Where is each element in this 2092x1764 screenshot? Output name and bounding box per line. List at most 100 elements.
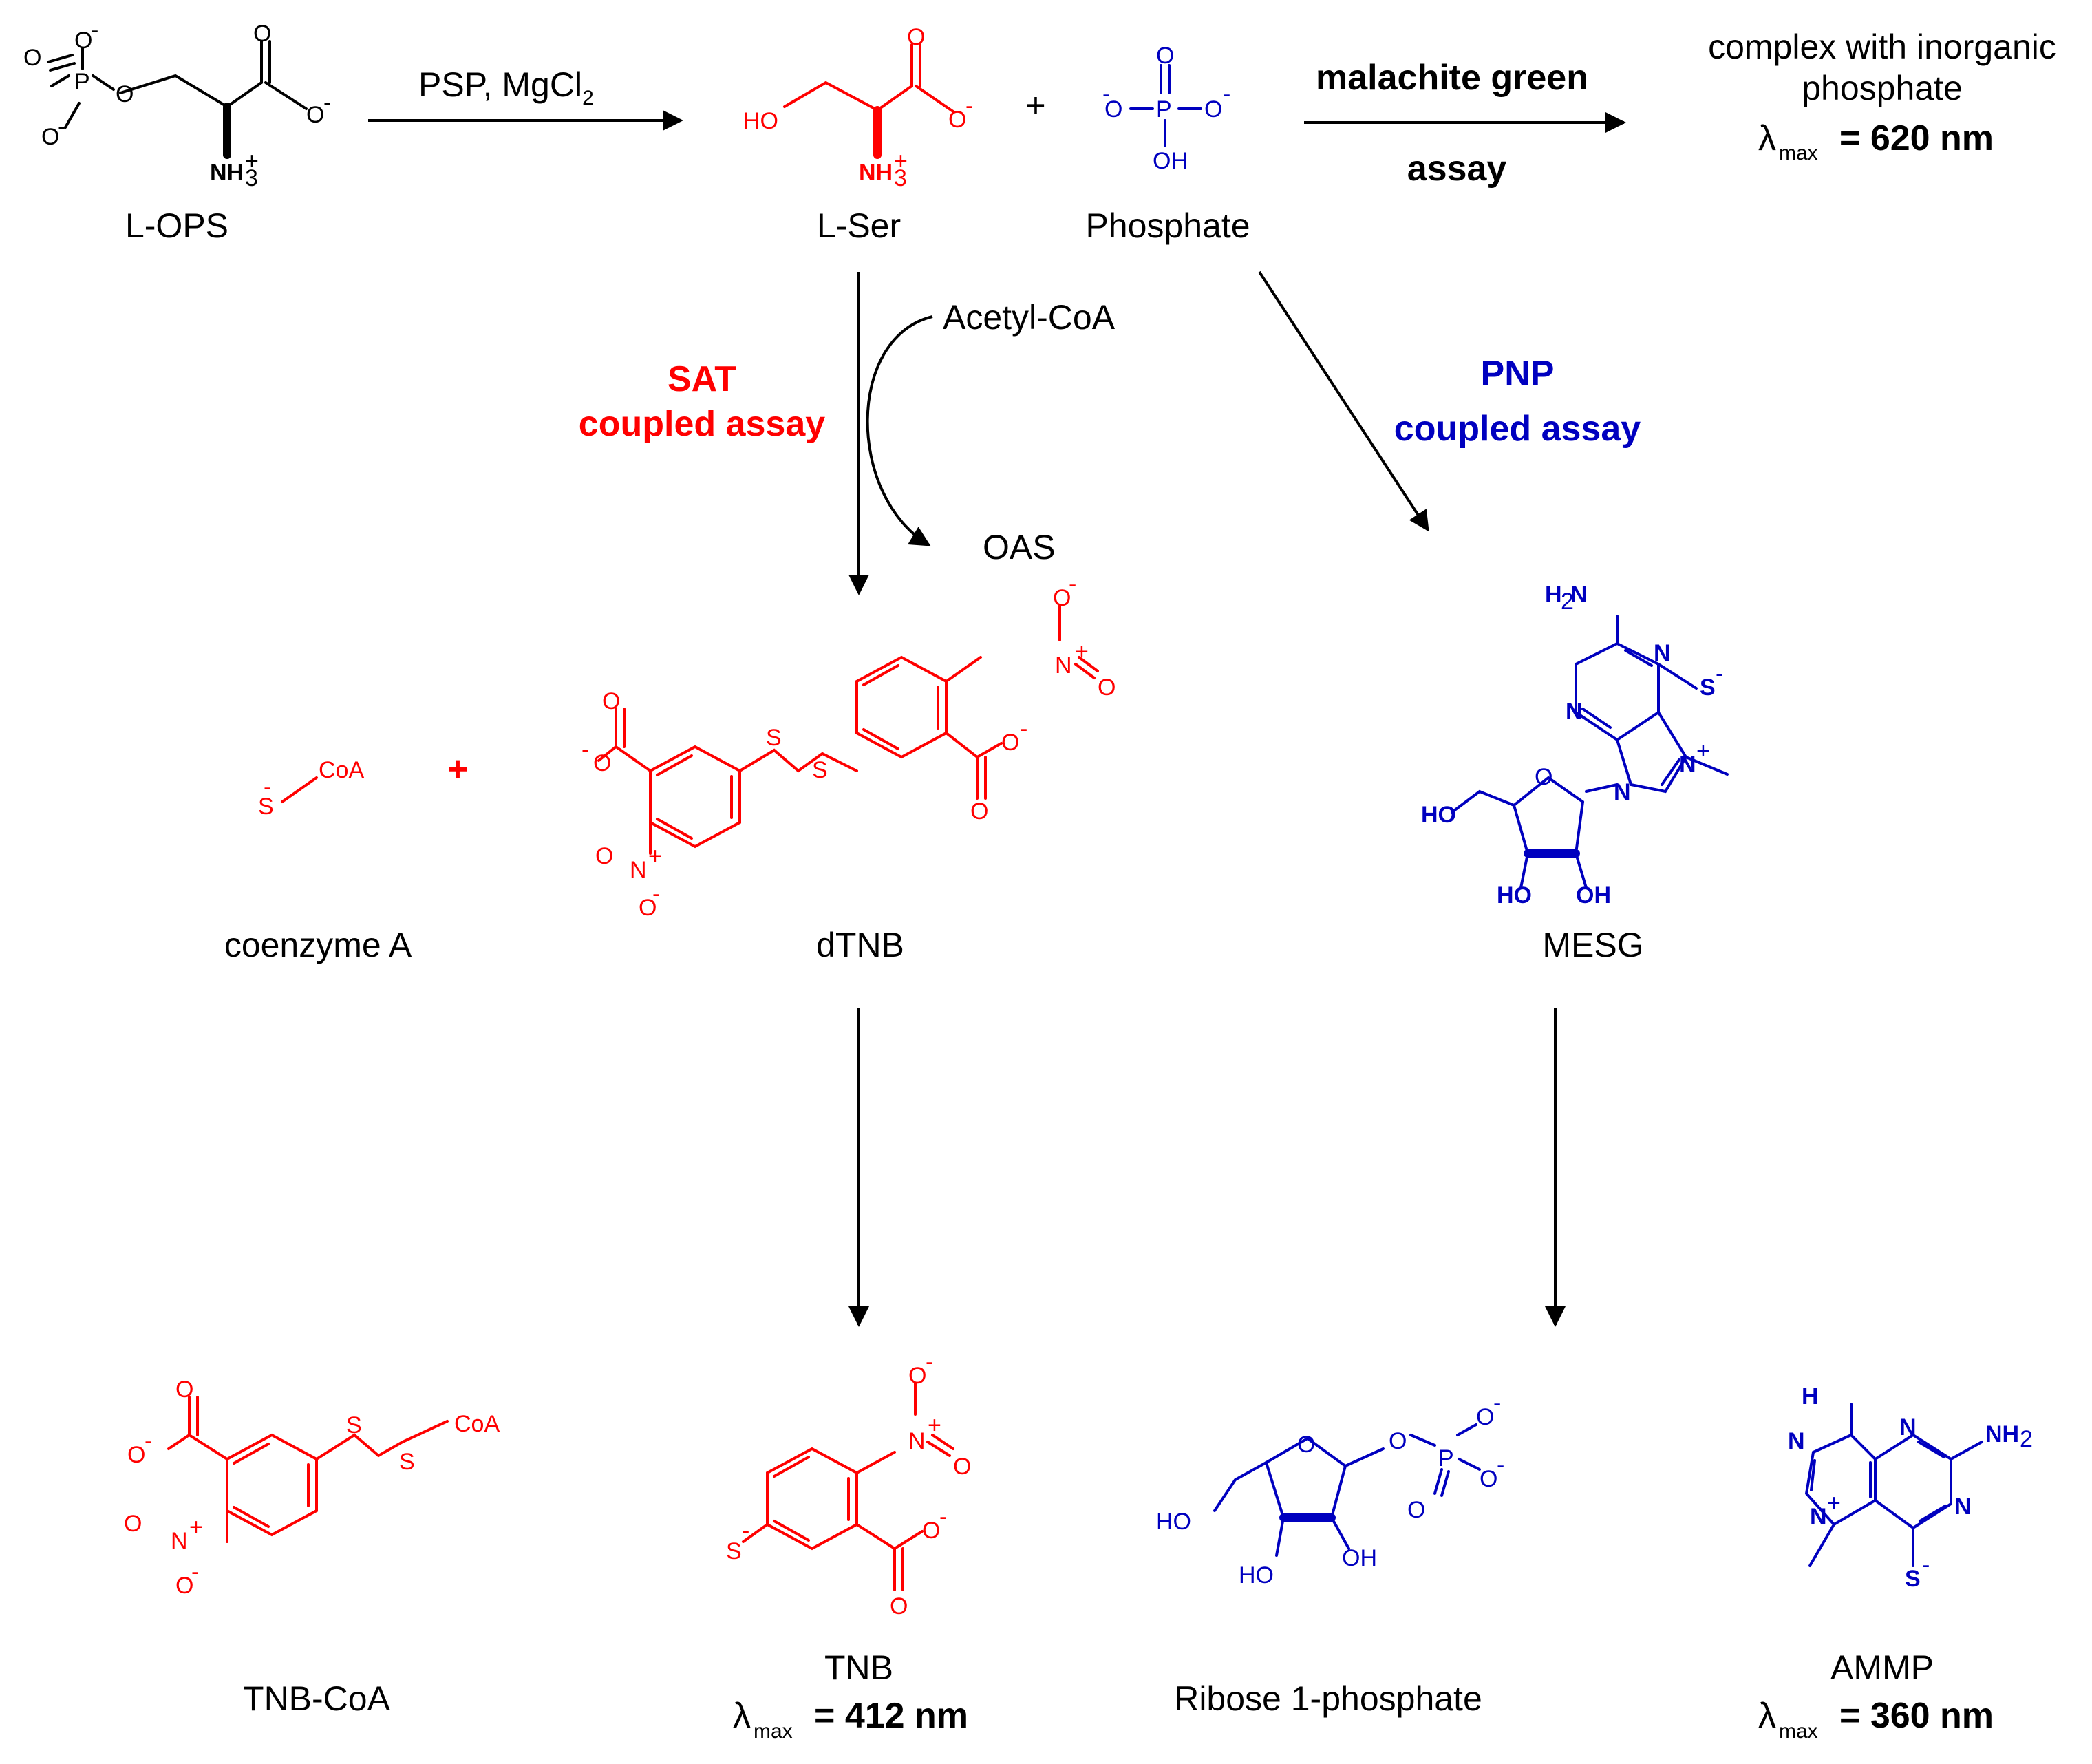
- svg-text:HO: HO: [1239, 1562, 1274, 1588]
- svg-text:λ: λ: [1758, 1696, 1776, 1736]
- svg-text:O: O: [23, 45, 41, 71]
- svg-text:N: N: [1055, 652, 1072, 679]
- coenzyme-a-label: coenzyme A: [224, 926, 412, 964]
- svg-text:-: -: [91, 17, 98, 43]
- svg-text:HO: HO: [1421, 802, 1456, 828]
- svg-text:O: O: [890, 1593, 908, 1619]
- svg-text:-: -: [1102, 81, 1110, 107]
- svg-text:S: S: [1905, 1566, 1921, 1592]
- svg-text:+: +: [245, 148, 259, 174]
- svg-text:O: O: [602, 688, 620, 714]
- l-ser-structure: HO O O - NH 3 +: [743, 24, 973, 191]
- psp-label: PSP, MgCl2: [418, 65, 594, 109]
- complex-lambda: λ max = 620 nm: [1758, 118, 1994, 164]
- svg-text:N: N: [1810, 1504, 1827, 1530]
- svg-text:HO: HO: [1497, 882, 1532, 908]
- svg-text:S: S: [346, 1412, 362, 1438]
- svg-text:OH: OH: [1576, 882, 1611, 908]
- svg-text:P: P: [1438, 1445, 1454, 1471]
- svg-text:-: -: [1497, 1452, 1504, 1478]
- svg-text:-: -: [742, 1518, 749, 1544]
- svg-text:max: max: [1779, 1720, 1818, 1743]
- l-ops-label: L-OPS: [125, 206, 228, 245]
- l-ser-label: L-Ser: [817, 206, 901, 245]
- svg-text:3: 3: [245, 165, 258, 191]
- svg-text:S: S: [399, 1449, 415, 1475]
- svg-text:O: O: [1053, 585, 1071, 611]
- svg-text:CoA: CoA: [319, 757, 364, 783]
- tnb-coa-label: TNB-CoA: [243, 1679, 391, 1718]
- svg-text:+: +: [189, 1514, 203, 1540]
- svg-text:P: P: [74, 69, 90, 95]
- svg-text:N: N: [1614, 779, 1631, 805]
- svg-text:-: -: [1069, 571, 1076, 597]
- svg-text:H: H: [1545, 582, 1562, 608]
- svg-text:O: O: [1104, 96, 1122, 123]
- svg-text:S: S: [726, 1538, 742, 1564]
- svg-text:O: O: [1001, 730, 1019, 756]
- ribose-1-phosphate-label: Ribose 1-phosphate: [1174, 1679, 1482, 1718]
- svg-text:O: O: [1098, 674, 1116, 701]
- svg-text:N: N: [1954, 1494, 1972, 1520]
- svg-text:-: -: [323, 89, 331, 116]
- svg-text:+: +: [1075, 639, 1089, 665]
- svg-text:-: -: [1493, 1390, 1501, 1416]
- ribose-1-phosphate-structure: O HO HO OH O P O - O - O: [1156, 1390, 1504, 1588]
- pnp-coupled-label: coupled assay: [1394, 409, 1641, 449]
- sat-label: SAT: [668, 359, 736, 399]
- svg-text:O: O: [127, 1442, 145, 1468]
- l-ops-structure: P O O - O - O O O - NH 3 +: [23, 17, 331, 191]
- svg-text:P: P: [1156, 96, 1172, 123]
- svg-text:N: N: [171, 1528, 188, 1554]
- svg-text:+: +: [1827, 1490, 1841, 1516]
- oas-label: OAS: [983, 528, 1056, 566]
- svg-text:O: O: [116, 81, 134, 107]
- svg-text:O: O: [1389, 1428, 1407, 1454]
- complex-line2: phosphate: [1802, 69, 1963, 107]
- svg-text:NH: NH: [1985, 1421, 2019, 1447]
- svg-text:= 620 nm: = 620 nm: [1839, 118, 1994, 158]
- svg-text:N: N: [1788, 1428, 1805, 1454]
- svg-text:+: +: [894, 148, 908, 174]
- svg-text:O: O: [124, 1511, 142, 1537]
- svg-text:λ: λ: [1758, 118, 1776, 158]
- svg-text:-: -: [191, 1559, 199, 1585]
- svg-text:N: N: [1679, 752, 1696, 778]
- plus-sign-red: +: [447, 750, 468, 789]
- svg-text:S: S: [812, 757, 828, 783]
- svg-text:O: O: [1156, 43, 1174, 69]
- svg-text:O: O: [175, 1377, 193, 1403]
- svg-text:O: O: [908, 1363, 926, 1389]
- svg-text:O: O: [1480, 1466, 1497, 1492]
- acetyl-coa-curved-arrow: [866, 315, 933, 546]
- svg-text:CoA: CoA: [454, 1411, 500, 1437]
- svg-text:S: S: [766, 725, 782, 751]
- svg-text:2: 2: [1561, 588, 1574, 615]
- tnb-coa-structure: O O - O N + O - S S CoA: [124, 1377, 500, 1599]
- ammp-structure: N H N NH 2 N N + S -: [1788, 1383, 2033, 1592]
- plus-sign: +: [1025, 86, 1045, 125]
- complex-line1: complex with inorganic: [1708, 28, 2056, 66]
- svg-text:= 360 nm: = 360 nm: [1839, 1696, 1994, 1736]
- pnp-label: PNP: [1481, 354, 1555, 394]
- acetyl-coa-label: Acetyl-CoA: [943, 298, 1116, 337]
- svg-text:S: S: [258, 794, 274, 820]
- svg-text:O: O: [639, 895, 657, 921]
- svg-text:max: max: [754, 1720, 793, 1743]
- svg-text:S: S: [1700, 674, 1716, 701]
- svg-text:O: O: [253, 21, 271, 47]
- svg-text:N: N: [630, 857, 647, 883]
- svg-text:-: -: [58, 114, 65, 140]
- mesg-structure: H 2 N N N S - N + N O HO HO OH: [1421, 582, 1729, 908]
- svg-text:N: N: [1566, 699, 1583, 725]
- svg-text:O: O: [593, 750, 611, 776]
- svg-text:max: max: [1779, 142, 1818, 164]
- svg-text:H: H: [1802, 1383, 1819, 1410]
- svg-text:N: N: [1899, 1414, 1917, 1441]
- svg-text:-: -: [1922, 1552, 1930, 1578]
- svg-text:O: O: [306, 102, 324, 128]
- mesg-label: MESG: [1542, 926, 1643, 964]
- svg-text:-: -: [1716, 661, 1723, 687]
- svg-text:O: O: [922, 1518, 940, 1544]
- svg-text:λ: λ: [733, 1696, 751, 1736]
